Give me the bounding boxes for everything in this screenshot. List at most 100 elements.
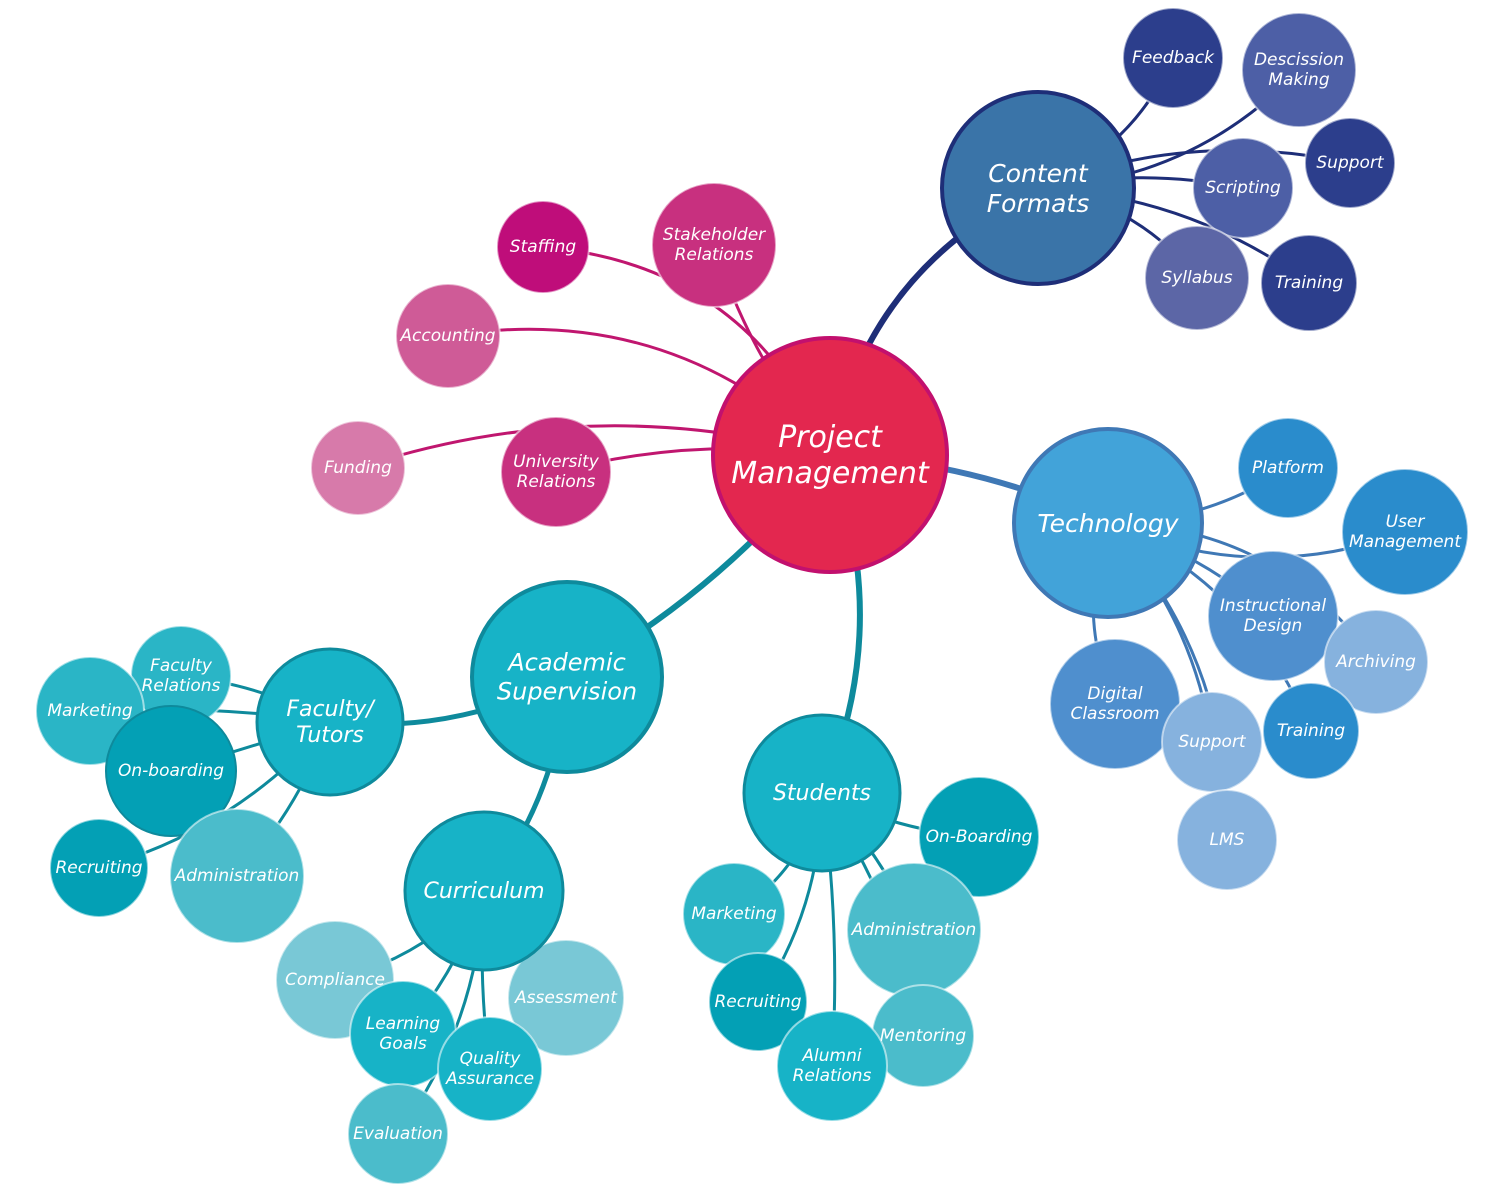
label-evaluation: Evaluation (353, 1124, 443, 1144)
node-assessment: Assessment (507, 939, 625, 1057)
bubble-syllabus (1144, 225, 1250, 331)
bubble-quality-assurance (437, 1016, 543, 1122)
bubble-training-tech (1262, 682, 1360, 780)
node-archiving: Archiving (1323, 609, 1429, 715)
label-administration-ft: Administration (174, 866, 300, 886)
label-accounting: Accounting (399, 326, 495, 346)
bubble-students (742, 713, 902, 873)
label-assessment: Assessment (514, 988, 618, 1008)
label-mentoring: Mentoring (880, 1026, 966, 1046)
node-lms: LMS (1176, 789, 1278, 891)
label-training-tech: Training (1277, 721, 1345, 741)
label-curriculum: Curriculum (423, 879, 544, 904)
bubble-lms (1176, 789, 1278, 891)
label-technology: Technology (1037, 509, 1179, 538)
bubble-instructional-design (1207, 550, 1339, 682)
node-support-cf: Support (1304, 117, 1396, 209)
node-funding: Funding (310, 420, 406, 516)
bubble-user-management (1341, 468, 1469, 596)
label-syllabus: Syllabus (1161, 268, 1232, 288)
bubble-project-management (711, 336, 949, 574)
label-onboarding-ft: On-boarding (118, 761, 224, 781)
node-mentoring: Mentoring (871, 984, 975, 1088)
bubble-funding (310, 420, 406, 516)
label-lms: LMS (1210, 830, 1245, 850)
label-support-tech: Support (1178, 732, 1247, 752)
node-syllabus: Syllabus (1144, 225, 1250, 331)
label-administration-st: Administration (851, 920, 977, 940)
label-onboarding-st: On-Boarding (926, 827, 1033, 847)
bubble-accounting (395, 283, 501, 389)
node-support-tech: Support (1161, 691, 1263, 793)
node-training-cf: Training (1260, 234, 1358, 332)
node-feedback: Feedback (1122, 7, 1224, 109)
label-platform: Platform (1252, 458, 1324, 478)
label-marketing-st: Marketing (691, 904, 777, 924)
node-recruiting-ft: Recruiting (49, 818, 149, 918)
label-feedback: Feedback (1132, 48, 1215, 68)
bubble-evaluation (347, 1083, 449, 1185)
node-curriculum: Curriculum (403, 810, 565, 972)
node-administration-ft: Administration (169, 808, 305, 944)
bubble-archiving (1323, 609, 1429, 715)
bubble-stakeholder-relations (651, 182, 777, 308)
node-onboarding-ft: On-boarding (105, 705, 237, 837)
label-staffing: Staffing (510, 237, 577, 257)
bubble-content-formats (940, 90, 1136, 286)
node-scripting: Scripting (1192, 137, 1294, 239)
bubble-recruiting-st (708, 952, 808, 1052)
label-scripting: Scripting (1205, 178, 1281, 198)
bubble-recruiting-ft (49, 818, 149, 918)
bubble-academic-supervision (470, 580, 664, 774)
node-recruiting-st: Recruiting (708, 952, 808, 1052)
node-evaluation: Evaluation (347, 1083, 449, 1185)
label-recruiting-ft: Recruiting (55, 858, 142, 878)
bubble-scripting (1192, 137, 1294, 239)
bubble-curriculum (403, 810, 565, 972)
node-students: Students (742, 713, 902, 873)
label-faculty-tutors: Faculty/Tutors (286, 696, 376, 747)
label-marketing-ft: Marketing (47, 701, 133, 721)
bubble-university-relations (500, 416, 612, 528)
node-accounting: Accounting (395, 283, 501, 389)
bubble-support-cf (1304, 117, 1396, 209)
bubble-onboarding-st (918, 776, 1040, 898)
node-training-tech: Training (1262, 682, 1360, 780)
label-archiving: Archiving (1335, 652, 1416, 672)
bubble-technology (1012, 427, 1204, 619)
bubble-alumni-relations (776, 1010, 888, 1122)
label-compliance: Compliance (285, 970, 385, 990)
node-staffing: Staffing (496, 200, 590, 294)
node-administration-st: Administration (846, 862, 982, 998)
bubble-administration-ft (169, 808, 305, 944)
bubble-staffing (496, 200, 590, 294)
bubble-assessment (507, 939, 625, 1057)
node-marketing-st: Marketing (682, 862, 786, 966)
label-funding: Funding (324, 458, 392, 478)
label-recruiting-st: Recruiting (714, 992, 801, 1012)
label-support-cf: Support (1316, 153, 1385, 173)
